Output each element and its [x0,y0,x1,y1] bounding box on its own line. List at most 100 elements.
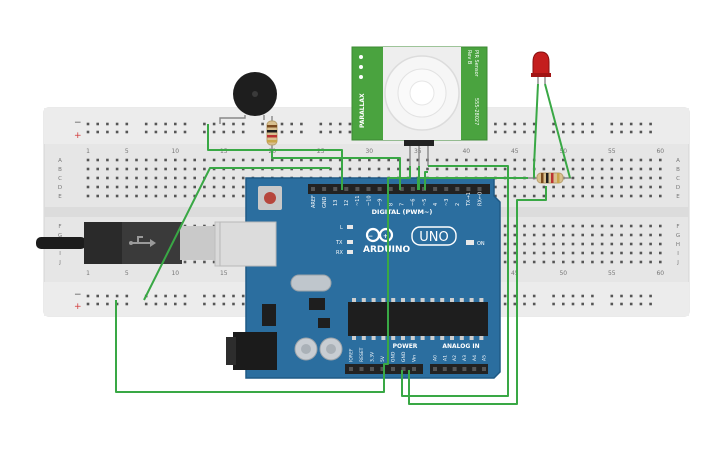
digital-pin-socket[interactable] [455,187,460,191]
breadboard-hole[interactable] [465,167,468,171]
breadboard-hole[interactable] [212,185,216,189]
breadboard-hole[interactable] [164,294,167,298]
breadboard-hole[interactable] [241,302,245,306]
breadboard-hole[interactable] [135,185,138,189]
breadboard-hole[interactable] [86,294,90,298]
breadboard-hole[interactable] [581,158,584,162]
breadboard-hole[interactable] [174,130,177,134]
breadboard-hole[interactable] [659,233,662,237]
breadboard-hole[interactable] [513,122,517,126]
breadboard-hole[interactable] [591,122,594,126]
breadboard-hole[interactable] [542,194,546,198]
breadboard-hole[interactable] [523,185,526,189]
breadboard-hole[interactable] [629,122,633,126]
breadboard-hole[interactable] [232,158,235,162]
breadboard-hole[interactable] [183,260,187,264]
breadboard-hole[interactable] [154,194,158,198]
breadboard-hole[interactable] [106,130,109,134]
breadboard-hole[interactable] [232,122,235,126]
breadboard-hole[interactable] [639,176,643,180]
breadboard-hole[interactable] [144,158,148,162]
breadboard-hole[interactable] [659,158,662,162]
breadboard-hole[interactable] [106,185,109,189]
breadboard-hole[interactable] [532,122,536,126]
breadboard-hole[interactable] [494,194,497,198]
breadboard-hole[interactable] [203,167,206,171]
breadboard-hole[interactable] [125,294,129,298]
breadboard-hole[interactable] [261,130,264,134]
breadboard-hole[interactable] [610,294,614,298]
breadboard-hole[interactable] [571,233,575,237]
breadboard-hole[interactable] [368,167,371,171]
breadboard-hole[interactable] [193,176,196,180]
breadboard-hole[interactable] [115,294,119,298]
breadboard-hole[interactable] [164,302,167,306]
breadboard-hole[interactable] [241,185,245,189]
breadboard-hole[interactable] [125,302,129,306]
breadboard-hole[interactable] [494,185,497,189]
breadboard-hole[interactable] [222,294,226,298]
breadboard-hole[interactable] [513,251,517,255]
breadboard-hole[interactable] [639,122,643,126]
breadboard-hole[interactable] [571,130,575,134]
breadboard-hole[interactable] [377,167,381,171]
breadboard-hole[interactable] [610,242,614,246]
breadboard-hole[interactable] [629,242,633,246]
breadboard-hole[interactable] [106,167,109,171]
analog-pin-socket[interactable] [462,367,467,371]
breadboard-hole[interactable] [513,260,517,264]
breadboard-hole[interactable] [581,242,584,246]
breadboard-hole[interactable] [649,224,652,228]
breadboard-hole[interactable] [620,176,623,180]
breadboard-hole[interactable] [591,158,594,162]
breadboard-hole[interactable] [203,185,206,189]
breadboard-hole[interactable] [96,158,99,162]
breadboard-hole[interactable] [620,194,623,198]
breadboard-hole[interactable] [193,167,196,171]
breadboard-hole[interactable] [232,176,235,180]
breadboard-hole[interactable] [649,194,652,198]
breadboard-hole[interactable] [581,185,584,189]
breadboard-hole[interactable] [503,158,507,162]
breadboard-hole[interactable] [125,194,129,198]
breadboard-hole[interactable] [212,302,216,306]
breadboard-hole[interactable] [232,130,235,134]
breadboard-hole[interactable] [261,122,264,126]
power-pin-socket[interactable] [391,367,395,371]
breadboard-hole[interactable] [183,302,187,306]
breadboard-hole[interactable] [649,122,652,126]
breadboard-hole[interactable] [135,167,138,171]
breadboard-hole[interactable] [329,158,332,162]
breadboard-hole[interactable] [115,167,119,171]
breadboard-hole[interactable] [135,176,138,180]
analog-pin-socket[interactable] [442,367,447,371]
breadboard-hole[interactable] [629,233,633,237]
breadboard-hole[interactable] [600,224,604,228]
breadboard-hole[interactable] [474,167,478,171]
breadboard-hole[interactable] [629,176,633,180]
breadboard-hole[interactable] [435,158,439,162]
breadboard-hole[interactable] [290,158,293,162]
breadboard-hole[interactable] [620,242,623,246]
breadboard-hole[interactable] [212,130,216,134]
breadboard-hole[interactable] [610,122,614,126]
breadboard-hole[interactable] [649,167,652,171]
breadboard-hole[interactable] [523,224,526,228]
breadboard-hole[interactable] [591,251,594,255]
breadboard-hole[interactable] [106,176,109,180]
breadboard-hole[interactable] [562,194,565,198]
breadboard-hole[interactable] [135,194,138,198]
breadboard-hole[interactable] [571,302,575,306]
breadboard-hole[interactable] [562,224,565,228]
breadboard-hole[interactable] [562,158,565,162]
breadboard-hole[interactable] [144,130,148,134]
breadboard-hole[interactable] [581,130,584,134]
breadboard-hole[interactable] [106,122,109,126]
breadboard-hole[interactable] [96,302,99,306]
breadboard-hole[interactable] [571,167,575,171]
breadboard-hole[interactable] [241,294,245,298]
breadboard-hole[interactable] [484,158,487,162]
breadboard-hole[interactable] [435,167,439,171]
breadboard-hole[interactable] [222,185,226,189]
breadboard-hole[interactable] [620,185,623,189]
